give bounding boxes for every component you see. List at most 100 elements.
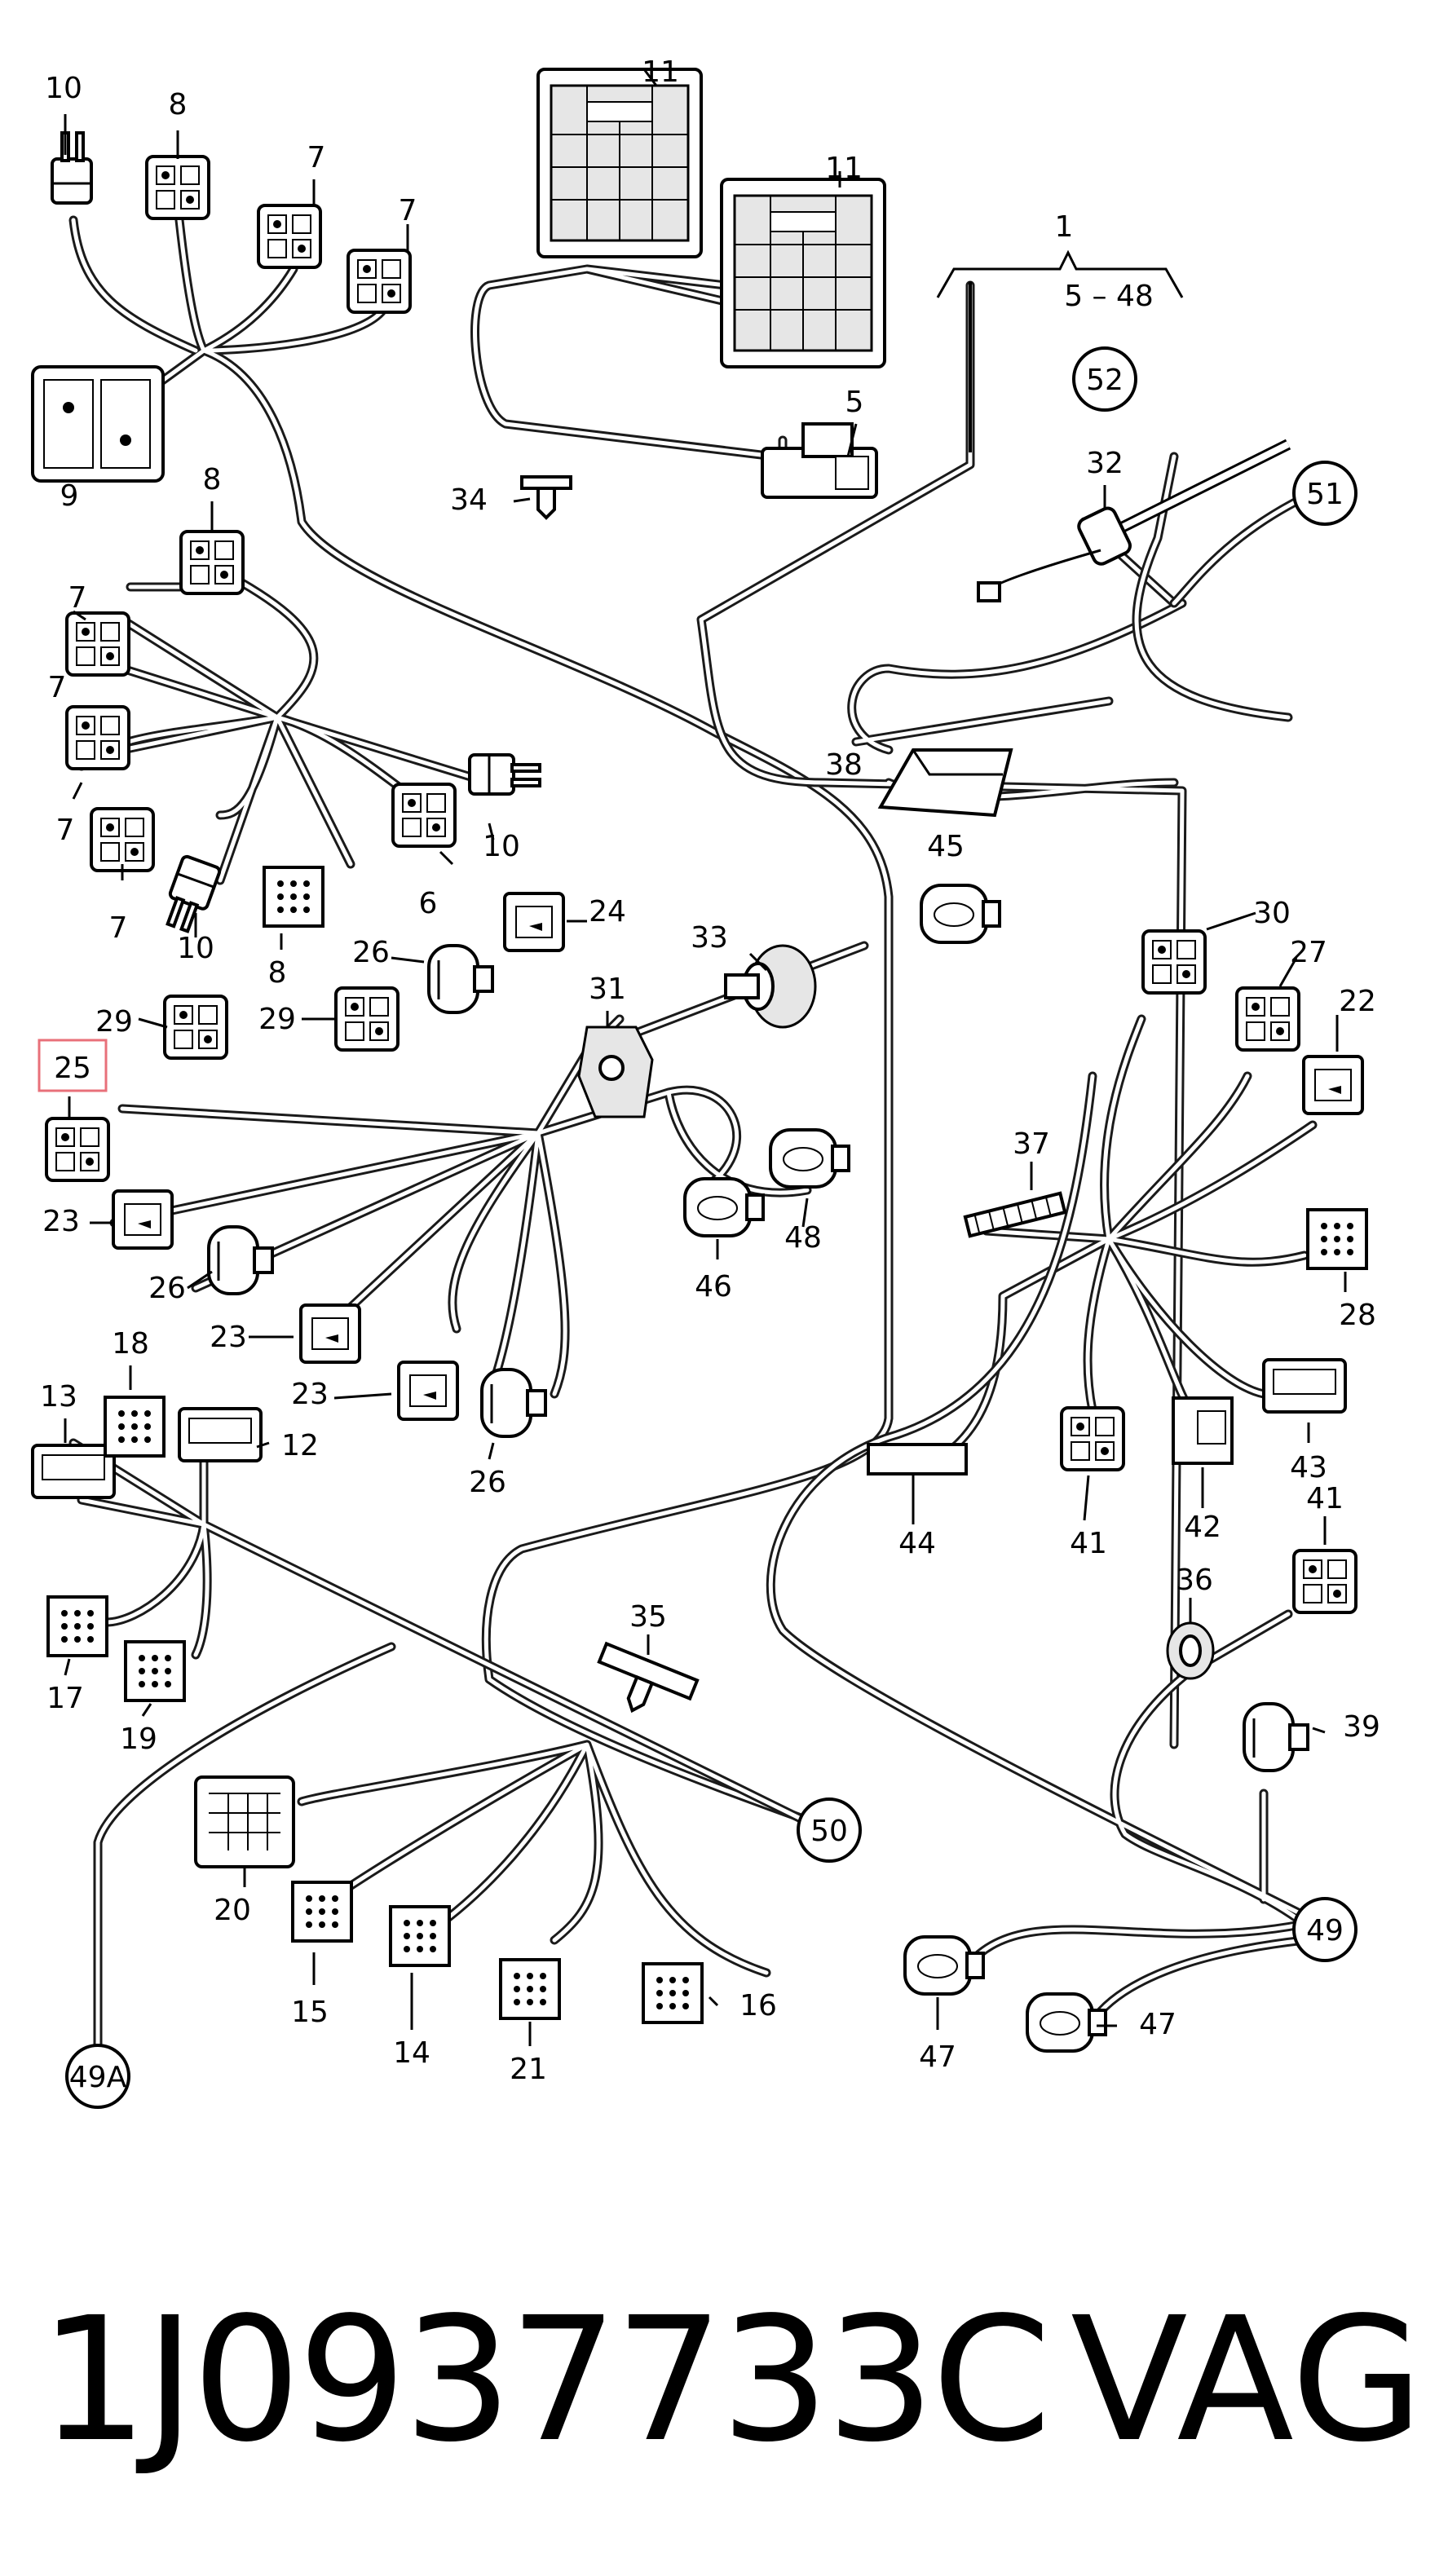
brand-name: VAG bbox=[1071, 2280, 1424, 2480]
label-41-mid: 41 bbox=[1070, 1527, 1107, 1560]
connector-13 bbox=[31, 1444, 116, 1499]
connector-6 bbox=[391, 783, 457, 848]
label-17: 17 bbox=[46, 1682, 84, 1715]
label-7-f: 7 bbox=[109, 911, 128, 945]
label-26-top: 26 bbox=[352, 936, 390, 969]
label-13: 13 bbox=[40, 1380, 77, 1414]
connector-42 bbox=[1172, 1396, 1234, 1465]
connector-17 bbox=[46, 1595, 108, 1657]
connector-7-c bbox=[65, 611, 130, 677]
wiring-harness-diagram: 1 5 – 48 11 11 10 8 7 7 9 52 5 34 32 51 … bbox=[31, 55, 1380, 2109]
grommet-33 bbox=[724, 944, 817, 1029]
connector-30 bbox=[1141, 929, 1207, 995]
connector-8-low bbox=[263, 866, 324, 928]
label-14: 14 bbox=[393, 2036, 430, 2070]
label-47-a: 47 bbox=[919, 2040, 956, 2074]
connector-23-a bbox=[112, 1189, 174, 1250]
connector-41-right bbox=[1292, 1549, 1358, 1614]
connector-48 bbox=[769, 1128, 850, 1189]
leader-lines bbox=[64, 68, 1347, 2046]
label-15: 15 bbox=[291, 1996, 329, 2029]
connector-10-left bbox=[158, 854, 223, 937]
connector-11-b bbox=[720, 178, 886, 368]
label-31: 31 bbox=[589, 973, 626, 1006]
callout-49 bbox=[1292, 1897, 1358, 1962]
connector-25 bbox=[45, 1117, 110, 1182]
label-32: 32 bbox=[1086, 447, 1124, 480]
clip-35 bbox=[597, 1641, 700, 1714]
highlight-box-25 bbox=[38, 1039, 108, 1092]
label-26-low: 26 bbox=[469, 1466, 506, 1499]
label-21: 21 bbox=[510, 2053, 547, 2086]
label-7-b: 7 bbox=[399, 194, 417, 227]
label-47-b: 47 bbox=[1139, 2008, 1176, 2041]
connector-12 bbox=[178, 1407, 263, 1462]
connector-47-a bbox=[903, 1935, 985, 1996]
connector-29-left bbox=[163, 995, 228, 1060]
footer: 1J0937733C VAG bbox=[0, 2274, 1448, 2486]
label-34: 34 bbox=[450, 483, 488, 517]
connector-15 bbox=[291, 1881, 353, 1943]
connector-26-low bbox=[480, 1368, 547, 1438]
label-39: 39 bbox=[1343, 1710, 1380, 1744]
connector-16 bbox=[642, 1962, 704, 2024]
label-52: 52 bbox=[1086, 364, 1124, 397]
plate-31 bbox=[577, 1026, 654, 1118]
cable-tie-32 bbox=[977, 439, 1291, 602]
connector-44 bbox=[867, 1443, 968, 1475]
label-43: 43 bbox=[1290, 1451, 1327, 1484]
connector-19 bbox=[124, 1640, 186, 1702]
part-labels: 1 5 – 48 11 11 10 8 7 7 9 52 5 34 32 51 … bbox=[40, 55, 1380, 2094]
connector-41-mid bbox=[1060, 1406, 1125, 1471]
label-8-low: 8 bbox=[268, 956, 287, 990]
label-41-right: 41 bbox=[1306, 1482, 1344, 1515]
connector-23-c bbox=[397, 1361, 459, 1421]
label-42: 42 bbox=[1184, 1511, 1221, 1544]
label-28: 28 bbox=[1339, 1299, 1376, 1332]
connector-45 bbox=[920, 884, 1001, 944]
label-44: 44 bbox=[898, 1527, 936, 1560]
connector-28 bbox=[1306, 1208, 1368, 1270]
label-16: 16 bbox=[739, 1989, 777, 2022]
label-7-c: 7 bbox=[68, 581, 87, 615]
label-11-a: 11 bbox=[642, 55, 679, 89]
connector-18 bbox=[104, 1396, 166, 1458]
label-45: 45 bbox=[927, 830, 965, 863]
label-8-top: 8 bbox=[169, 88, 188, 121]
label-10-top: 10 bbox=[45, 72, 82, 105]
label-35: 35 bbox=[629, 1600, 667, 1634]
label-24: 24 bbox=[589, 895, 626, 929]
connector-26-top bbox=[427, 944, 494, 1014]
connector-27 bbox=[1235, 986, 1300, 1052]
connector-11-a bbox=[536, 68, 703, 258]
label-51: 51 bbox=[1306, 478, 1344, 511]
label-26-mid: 26 bbox=[148, 1272, 186, 1305]
label-29-left: 29 bbox=[95, 1005, 133, 1039]
label-33: 33 bbox=[691, 921, 728, 955]
label-25: 25 bbox=[54, 1052, 91, 1085]
callout-52 bbox=[1072, 346, 1137, 412]
connector-7-a bbox=[257, 204, 322, 269]
label-37: 37 bbox=[1013, 1127, 1050, 1161]
label-1: 1 bbox=[1055, 210, 1074, 244]
connector-8-top bbox=[145, 155, 210, 220]
label-19: 19 bbox=[120, 1722, 157, 1756]
connector-47-b bbox=[1026, 1992, 1107, 2053]
label-11-b: 11 bbox=[825, 152, 863, 185]
label-50: 50 bbox=[810, 1815, 848, 1848]
connector-9 bbox=[31, 365, 165, 483]
label-6: 6 bbox=[419, 887, 438, 920]
connector-10-top bbox=[51, 131, 93, 205]
label-23-b: 23 bbox=[210, 1321, 247, 1354]
connector-39 bbox=[1243, 1702, 1309, 1772]
label-7-a: 7 bbox=[307, 141, 326, 174]
callout-51 bbox=[1292, 461, 1358, 526]
connector-23-b bbox=[299, 1303, 361, 1364]
label-49: 49 bbox=[1306, 1914, 1344, 1947]
label-5: 5 bbox=[845, 386, 864, 419]
label-23-c: 23 bbox=[291, 1378, 329, 1411]
connector-14 bbox=[389, 1905, 451, 1967]
connector-20 bbox=[194, 1775, 295, 1868]
label-29-right: 29 bbox=[258, 1003, 296, 1036]
label-23-a: 23 bbox=[42, 1205, 80, 1238]
